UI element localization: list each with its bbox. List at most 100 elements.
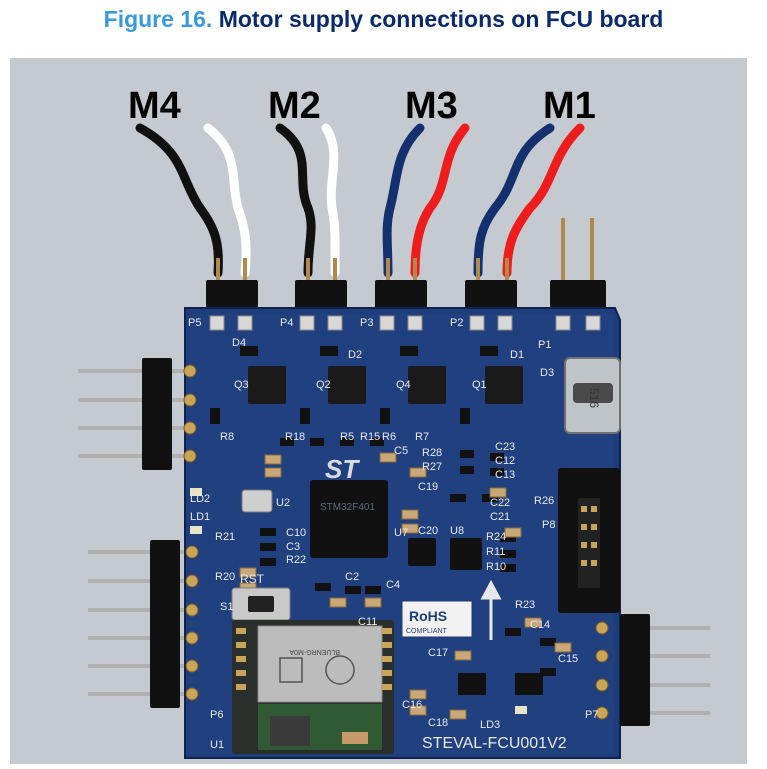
label-c10: C10 [286, 527, 306, 539]
figure-number: Figure 16. [103, 6, 213, 32]
label-p7: P7 [585, 709, 598, 721]
label-r26: R26 [534, 495, 554, 507]
ble-module-text: BLUENRG-M0A [289, 648, 340, 655]
label-r10: R10 [486, 561, 506, 573]
label-p4: P4 [280, 317, 293, 329]
p8-pins [581, 506, 597, 566]
label-q1: Q1 [472, 379, 487, 391]
label-c15: C15 [558, 653, 578, 665]
label-ld1: LD1 [190, 511, 210, 523]
label-u7: U7 [394, 527, 408, 539]
label-r6: R6 [382, 431, 396, 443]
mcu-marking: STM32F401 [320, 502, 375, 513]
label-c3: C3 [286, 541, 300, 553]
label-c16: C16 [402, 699, 422, 711]
label-c20: C20 [418, 525, 438, 537]
label-d3: D3 [540, 367, 554, 379]
label-u1: U1 [210, 739, 224, 751]
label-p1: P1 [538, 339, 551, 351]
label-p2: P2 [450, 317, 463, 329]
sensor-u8 [450, 538, 482, 570]
label-d4: D4 [232, 337, 246, 349]
svg-text:516: 516 [587, 388, 601, 408]
label-p3: P3 [360, 317, 373, 329]
sensor-u7 [408, 538, 436, 566]
rohs-badge [401, 600, 473, 638]
label-c22: C22 [490, 497, 510, 509]
mosfets [248, 366, 523, 404]
label-r15: R15 [360, 431, 380, 443]
label-r27: R27 [422, 461, 442, 473]
wire-m1-blue [473, 123, 555, 278]
label-ld2: LD2 [190, 493, 210, 505]
label-p5: P5 [188, 317, 201, 329]
board-photo: M4 M2 M3 M1 [10, 58, 747, 764]
pads-right [595, 621, 609, 720]
label-u8: U8 [450, 525, 464, 537]
rohs-text: RoHS [409, 608, 447, 624]
label-d1: D1 [510, 349, 524, 361]
motor-label-m4: M4 [128, 85, 181, 127]
label-r5: R5 [340, 431, 354, 443]
label-r22: R22 [286, 554, 306, 566]
wire-m3-red [410, 123, 470, 278]
wire-m1-red [502, 123, 585, 278]
rohs-subtext: COMPLIANT [406, 628, 448, 635]
wire-m2-black [275, 123, 316, 278]
board-illustration: M4 M2 M3 M1 [78, 85, 710, 759]
label-c17: C17 [428, 647, 448, 659]
label-r24: R24 [486, 531, 506, 543]
label-c13: C13 [495, 469, 515, 481]
label-r21: R21 [215, 531, 235, 543]
label-c2: C2 [345, 571, 359, 583]
label-r23: R23 [515, 599, 535, 611]
figure-title: Motor supply connections on FCU board [218, 6, 664, 32]
header-pins-top [216, 218, 594, 288]
motor-labels: M4 M2 M3 M1 [128, 85, 596, 127]
label-c12: C12 [495, 455, 515, 467]
label-c11: C11 [358, 616, 377, 628]
label-c5: C5 [394, 445, 408, 457]
label-c21: C21 [490, 511, 510, 523]
board-name: STEVAL-FCU001V2 [422, 735, 567, 752]
crystal [241, 489, 273, 513]
left-header-bodies [142, 358, 180, 708]
label-q3: Q3 [234, 379, 249, 391]
ble-shield [257, 625, 383, 703]
reset-label: RST [240, 572, 265, 586]
label-ld3: LD3 [480, 719, 500, 731]
label-r8: R8 [220, 431, 234, 443]
regulators [458, 673, 543, 695]
motor-label-m1: M1 [543, 85, 596, 127]
label-p6: P6 [210, 709, 223, 721]
orientation-arrow [480, 579, 502, 640]
figure-caption: Figure 16. Motor supply connections on F… [0, 6, 767, 33]
header-bodies-top [206, 280, 606, 310]
pads-left [183, 364, 199, 701]
pads-top [209, 315, 601, 331]
label-r18: R18 [285, 431, 305, 443]
label-p8: P8 [542, 519, 555, 531]
ble-pads [236, 628, 392, 690]
label-c19: C19 [418, 481, 438, 493]
mcu-chip [310, 480, 388, 558]
smd-parts [210, 346, 556, 676]
label-c4: C4 [386, 579, 400, 591]
label-r28: R28 [422, 447, 442, 459]
wire-m3-blue [382, 123, 425, 278]
label-s1: S1 [220, 601, 233, 613]
leds [190, 488, 527, 714]
label-r7: R7 [415, 431, 429, 443]
label-r11: R11 [486, 546, 505, 558]
silkscreen-labels: P5 P4 P3 P2 P1 P6 P7 P8 S1 U1 U2 U7 U8 L… [188, 317, 598, 751]
motor-label-m3: M3 [405, 85, 458, 127]
right-header-body [620, 614, 650, 726]
motor-label-m2: M2 [268, 85, 321, 127]
label-d2: D2 [348, 349, 362, 361]
motor-wires [135, 123, 585, 278]
label-c18: C18 [428, 717, 448, 729]
label-c14: C14 [530, 619, 550, 631]
label-u2: U2 [276, 497, 290, 509]
label-q2: Q2 [316, 379, 331, 391]
wire-m4-black [135, 123, 223, 278]
